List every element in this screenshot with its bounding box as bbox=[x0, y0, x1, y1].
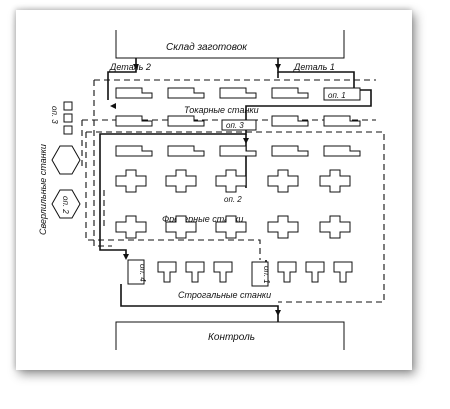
milling-machine bbox=[165, 169, 197, 193]
lathe-op3-machine bbox=[221, 119, 257, 131]
arrow-head bbox=[110, 103, 116, 109]
milling-machine bbox=[319, 169, 351, 193]
arrow-head bbox=[275, 64, 281, 70]
arrow-head bbox=[243, 138, 249, 144]
drill-small-machine bbox=[63, 113, 73, 123]
drill-small-machine bbox=[63, 125, 73, 135]
milling-machine bbox=[267, 169, 299, 193]
lathe-machine bbox=[219, 145, 257, 157]
arrow-head bbox=[123, 254, 129, 260]
lathe-machine bbox=[323, 145, 361, 157]
lathe-machine bbox=[219, 87, 257, 99]
lathe-machine bbox=[167, 115, 205, 127]
op3-label: оп. 3 bbox=[226, 121, 244, 130]
lathe-machine bbox=[115, 145, 153, 157]
op1-label: оп. 1 bbox=[328, 91, 346, 100]
drilling-label: Сверлильные станки bbox=[38, 144, 48, 235]
op3-side-label: оп. 3 bbox=[50, 106, 59, 124]
lathe-machine bbox=[115, 87, 153, 99]
op1-planing-label: оп. 1 bbox=[262, 266, 271, 284]
lathe-machine bbox=[167, 87, 205, 99]
milling-machine bbox=[215, 215, 247, 239]
op2-label: оп. 2 bbox=[224, 195, 242, 204]
milling-machine bbox=[115, 215, 147, 239]
control-label: Контроль bbox=[208, 332, 255, 343]
part1-label: Деталь 1 bbox=[293, 62, 335, 72]
warehouse-label: Склад заготовок bbox=[166, 42, 248, 53]
planing-machine bbox=[185, 261, 205, 283]
planing-op1-machine bbox=[251, 261, 269, 287]
lathes-row-2: оп. 3 bbox=[115, 115, 361, 131]
milling-label: Фрезерные станки bbox=[162, 214, 243, 224]
part2-label: Деталь 2 bbox=[109, 62, 151, 72]
op4-label: оп. 4 bbox=[138, 264, 147, 282]
planing-machine bbox=[157, 261, 177, 283]
drill-small-machine bbox=[63, 101, 73, 111]
drilling-machine bbox=[51, 145, 81, 175]
lathes-label: Токарные станки bbox=[184, 105, 259, 115]
arrow-head bbox=[275, 310, 281, 316]
lathe-machine bbox=[271, 115, 309, 127]
control-area: Контроль bbox=[115, 321, 345, 350]
planing-label: Строгальные станки bbox=[178, 290, 271, 300]
lathe-machine bbox=[323, 115, 361, 127]
lathe-op1-machine bbox=[323, 87, 361, 101]
diagram-frame: Склад заготовок Контроль оп. 1 bbox=[16, 10, 412, 370]
arrow-heads bbox=[110, 64, 281, 316]
planing-machine bbox=[213, 261, 233, 283]
lathes-row-1: оп. 1 Токарные станки bbox=[115, 87, 361, 115]
planing-row: оп. 4 оп. 1 Строгальные станки bbox=[127, 259, 353, 300]
workshop-layout-diagram: Склад заготовок Контроль оп. 1 bbox=[38, 30, 385, 350]
op2-drill-label: оп. 2 bbox=[61, 196, 70, 214]
lathe-machine bbox=[271, 145, 309, 157]
lathe-machine bbox=[167, 145, 205, 157]
planing-op4-machine bbox=[127, 259, 145, 285]
drilling-op2-machine bbox=[51, 189, 81, 219]
milling-machine bbox=[319, 215, 351, 239]
milling-machine bbox=[165, 215, 197, 239]
warehouse-area: Склад заготовок bbox=[115, 30, 345, 59]
milling-machine bbox=[215, 169, 247, 193]
part-labels: Деталь 2 Деталь 1 bbox=[109, 62, 335, 72]
planing-machine bbox=[333, 261, 353, 283]
lathe-machine bbox=[115, 115, 153, 127]
milling-machine bbox=[115, 169, 147, 193]
milling-row-2: Фрезерные станки bbox=[115, 214, 351, 239]
planing-machine bbox=[277, 261, 297, 283]
lathe-machine bbox=[271, 87, 309, 99]
milling-row-1: оп. 2 bbox=[115, 169, 351, 204]
planing-machine bbox=[305, 261, 325, 283]
milling-machine bbox=[267, 215, 299, 239]
drilling-area: Сверлильные станки оп. 2 оп. 3 bbox=[38, 101, 81, 235]
lathes-row-3 bbox=[115, 145, 361, 157]
arrow-head bbox=[133, 64, 139, 70]
